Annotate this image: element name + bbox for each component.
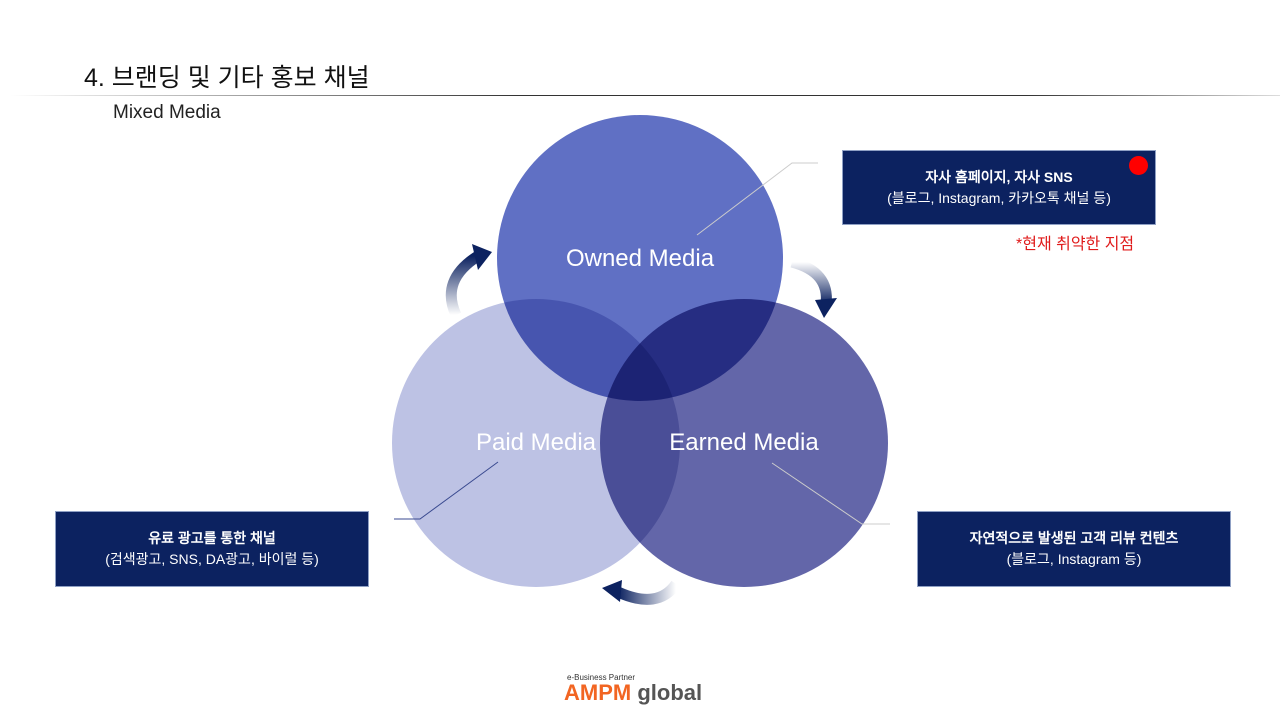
ampm-global-logo: e-Business Partner AMPM global	[564, 673, 702, 704]
owned-box-detail: (블로그, Instagram, 카카오톡 채널 등)	[887, 189, 1111, 206]
earned-box-title: 자연적으로 발생된 고객 리뷰 컨텐츠	[969, 530, 1179, 546]
owned-box-title: 자사 홈페이지, 자사 SNS	[925, 168, 1073, 185]
cycle-arrow-icon	[602, 580, 681, 605]
owned-media-circle	[497, 115, 783, 401]
paid-box-title: 유료 광고를 통한 채널	[148, 530, 276, 546]
cycle-arrow-icon	[790, 256, 837, 318]
title-divider	[10, 95, 1280, 96]
owned-media-box: 자사 홈페이지, 자사 SNS (블로그, Instagram, 카카오톡 채널…	[842, 150, 1156, 225]
cycle-arrow-icon	[445, 244, 492, 318]
paid-leader-line	[394, 461, 499, 520]
logo-brand-global: global	[637, 680, 703, 705]
paid-media-box: 유료 광고를 통한 채널 (검색광고, SNS, DA광고, 바이럴 등)	[55, 511, 369, 587]
paid-media-label: Paid Media	[475, 429, 597, 456]
page-title: 4. 브랜딩 및 기타 홍보 채널	[84, 64, 370, 92]
logo-tagline: e-Business Partner	[567, 673, 636, 682]
owned-media-label: Owned Media	[565, 245, 715, 272]
earned-media-label: Earned Media	[669, 429, 819, 456]
earned-box-detail: (블로그, Instagram 등)	[1006, 551, 1142, 567]
earned-media-box: 자연적으로 발생된 고객 리뷰 컨텐츠 (블로그, Instagram 등)	[917, 511, 1231, 587]
alert-dot-icon	[1129, 156, 1148, 175]
paid-box-detail: (검색광고, SNS, DA광고, 바이럴 등)	[105, 551, 319, 567]
weak-point-note: *현재 취약한 지점	[1016, 236, 1135, 253]
page-subtitle: Mixed Media	[113, 102, 221, 123]
owned-leader-line	[696, 162, 818, 236]
earned-leader-line	[771, 462, 890, 525]
logo-brand-ampm: AMPM	[564, 680, 632, 705]
